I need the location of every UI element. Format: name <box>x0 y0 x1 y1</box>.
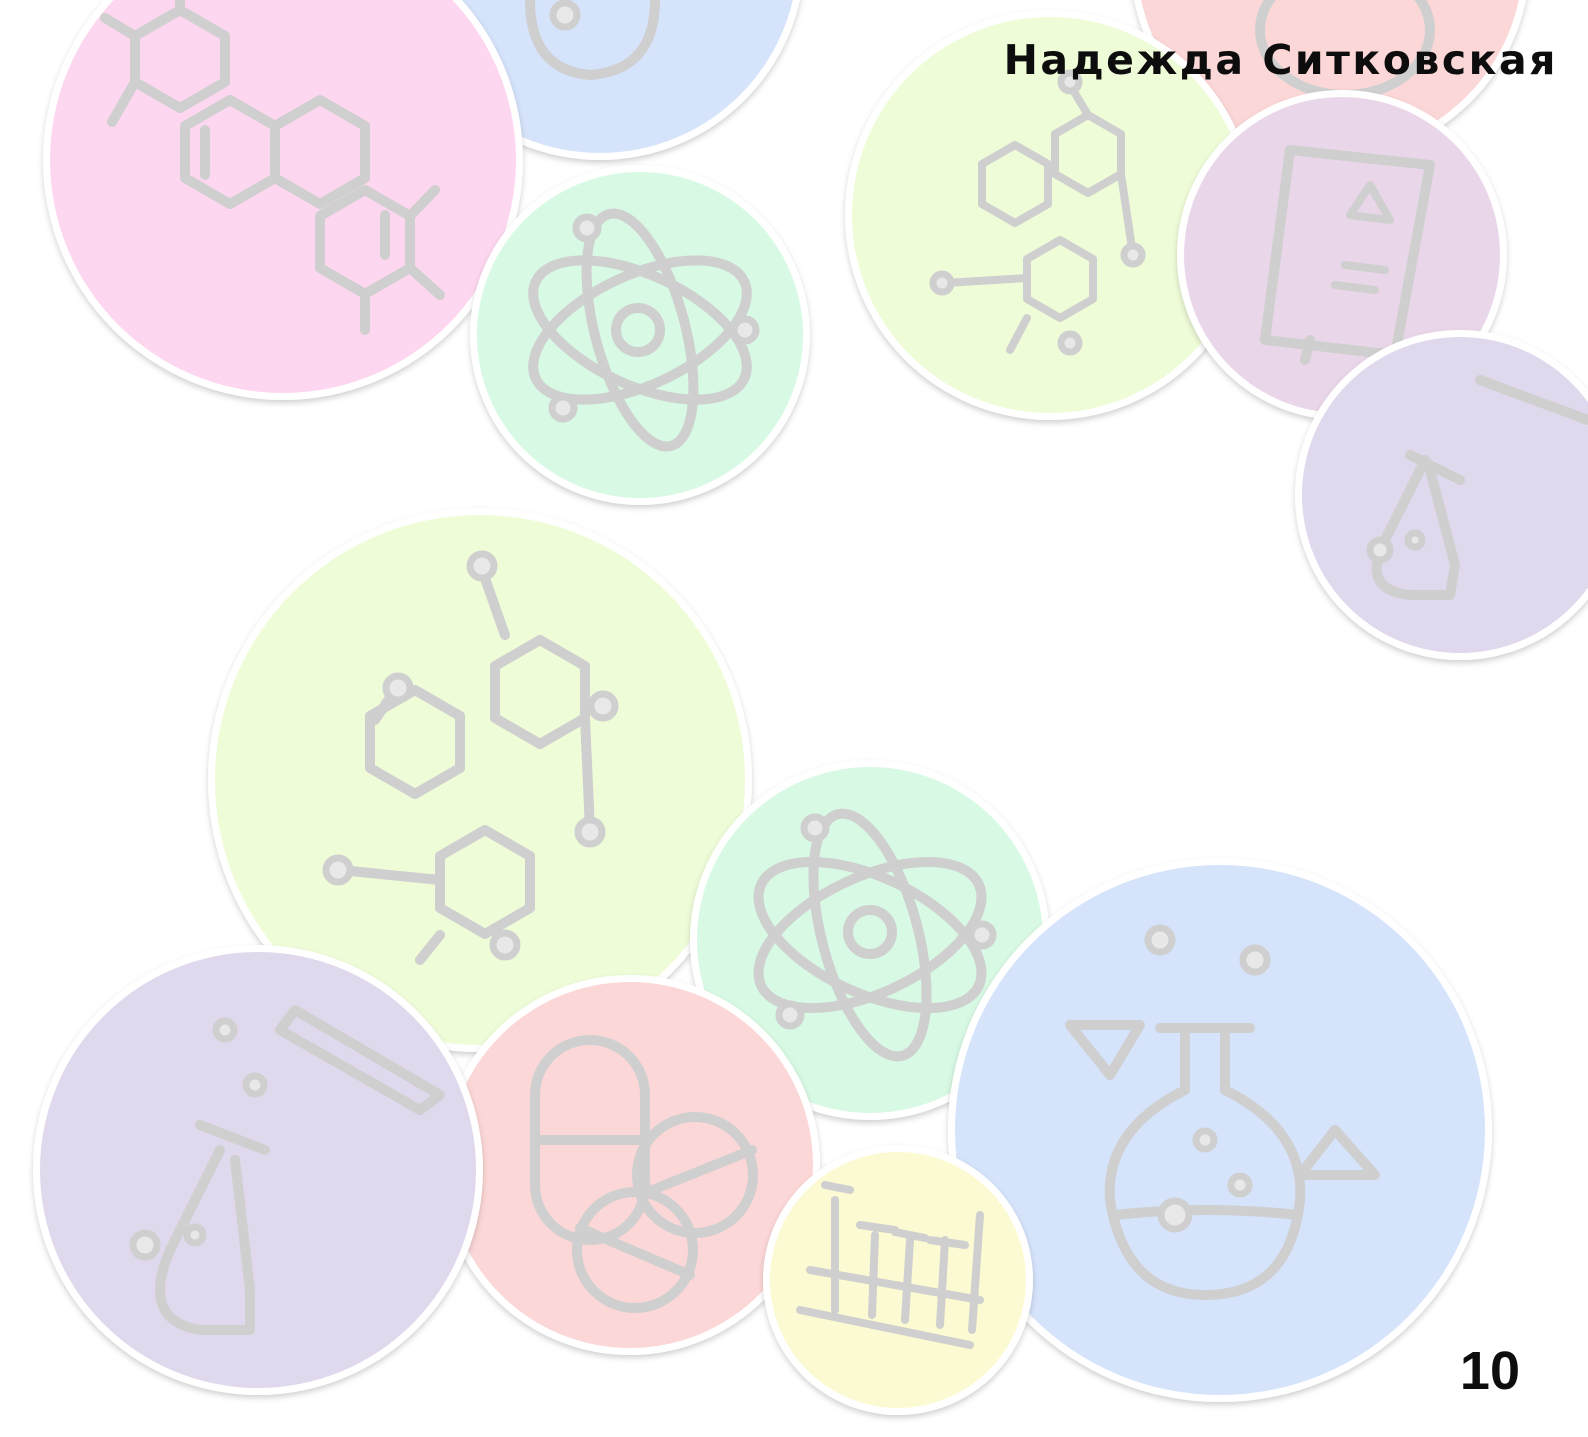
bubble-mint-bottom <box>690 760 1050 1120</box>
bubble-lime-top <box>845 10 1255 420</box>
flask-icon <box>1366 375 1588 600</box>
molecule-icon <box>100 0 445 335</box>
atom-icon <box>528 208 760 452</box>
test-tube-rack-icon <box>796 1181 984 1349</box>
molecule-icon <box>322 550 619 965</box>
bubble-mint-top <box>470 165 810 505</box>
bubble-lime-large <box>208 508 752 1052</box>
atom-icon <box>753 808 997 1062</box>
flask-icon <box>129 1005 445 1335</box>
bubble-purple-bottom <box>33 945 483 1395</box>
bubble-blue-large <box>948 858 1492 1402</box>
bubble-yellow-bottom <box>763 1145 1033 1415</box>
bubble-red-bottom <box>440 975 820 1355</box>
pills-icon <box>530 1035 758 1313</box>
bubble-pink <box>43 0 523 400</box>
page-number: 10 <box>1459 1341 1520 1401</box>
bubble-purple-right <box>1295 330 1588 660</box>
molecule-icon <box>929 69 1146 356</box>
flask-icon <box>1065 924 1380 1300</box>
author-name: Надежда Ситковская <box>1003 36 1558 84</box>
flask-icon <box>525 0 660 80</box>
